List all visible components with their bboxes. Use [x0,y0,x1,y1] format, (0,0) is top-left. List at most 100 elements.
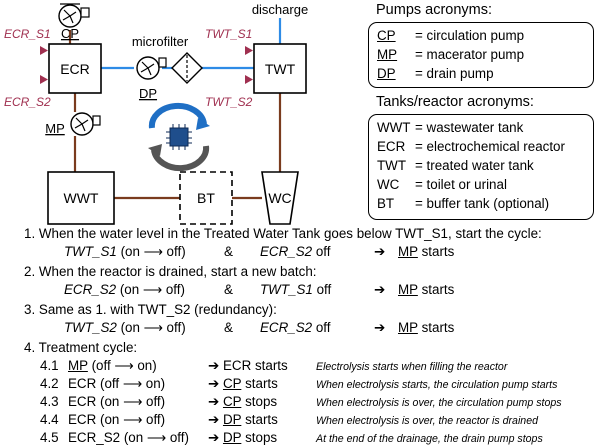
step-2-condition: ECR_S2 (on ⟶ off) [64,282,185,298]
legend-row-wc: WC = toilet or urinal [377,175,585,194]
twt-block [253,43,307,94]
cond-sensor: ECR_S2 [260,320,313,335]
step-4-title: 4. Treatment cycle: [24,340,138,355]
subject-state: (on ⟶ off) [100,394,166,409]
step-4-2-num: 4.2 [40,376,59,391]
legend-abbr: WWT [377,120,411,135]
microfilter-icon [171,52,203,84]
bt-label: BT [197,190,215,206]
wc-label: WC [268,190,291,206]
arrow-icon: ➔ [208,394,220,409]
result-text: starts [421,282,455,297]
cond-sensor: ECR_S2 [260,244,313,259]
step-4-3-num: 4.3 [40,394,59,409]
subject-state: (off ⟶ on) [91,358,157,373]
step-4-5-result: ➔ DP stops [208,430,277,446]
subject-pump: MP [68,358,88,373]
subject-state: (on ⟶ off) [123,430,189,445]
result-text: starts [245,376,278,391]
legend-abbr: WC [377,177,400,192]
legend-row-wwt: WWT= wastewater tank [377,118,585,137]
arrow-icon: ➔ [208,430,220,445]
step-4-1-subject: MP (off ⟶ on) [68,358,157,374]
cond-state: off [316,282,332,297]
step-4-5-note: At the end of the drainage, the drain pu… [316,433,543,445]
step-4-3-result: ➔ CP stops [208,394,277,410]
amp: & [224,244,233,259]
legend-abbr: MP [377,47,398,62]
step-4-2-subject: ECR (off ⟶ on) [68,376,165,392]
legend-abbr: ECR [377,139,406,154]
tanks-legend: WWT= wastewater tank ECR= electrochemica… [368,114,594,220]
cond-sensor: TWT_S1 [260,282,313,297]
cond-state: (on ⟶ off) [119,282,185,297]
mp-label: MP [45,121,65,136]
step-1-condition-2: ECR_S2 off [260,244,331,260]
cp-pump-icon [58,3,90,28]
brown-pipes [68,30,282,200]
step-4-1-result: ➔ ECR starts [208,358,288,374]
control-cycle-icon [148,102,210,172]
arrow-icon: ➔ [374,320,386,335]
arrow-icon: ➔ [208,358,220,373]
arrow-icon: ➔ [374,282,386,297]
step-4-5-subject: ECR_S2 (on ⟶ off) [68,430,189,446]
cond-state: off [315,244,331,259]
wc-block [261,171,299,225]
subject-text: ECR [68,394,97,409]
legend-row-dp: DP= drain pump [377,64,585,83]
twt-s2-label: TWT_S2 [205,95,253,109]
cond-sensor: TWT_S2 [64,320,117,335]
blue-pipes [101,18,282,70]
legend-desc: = treated water tank [415,158,534,173]
cp-label: CP [61,26,79,41]
legend-desc: = buffer tank (optional) [415,196,550,211]
cond-sensor: ECR_S2 [64,282,117,297]
cond-state: (on ⟶ off) [120,244,186,259]
step-3-condition: TWT_S2 (on ⟶ off) [64,320,186,336]
step-4-4-note: When electrolysis is over, the reactor i… [316,415,538,427]
result-text: stops [245,430,278,445]
step-4-2-result: ➔ CP starts [208,376,278,392]
microfilter-label: microfilter [132,34,189,49]
cond-state: off [315,320,331,335]
legend-row-cp: CP= circulation pump [377,26,585,45]
legend-row-twt: TWT= treated water tank [377,156,585,175]
result-text: starts [245,412,278,427]
ecr-block [48,43,102,94]
legend-row-ecr: ECR= electrochemical reactor [377,137,585,156]
step-4-4-subject: ECR (on ⟶ off) [68,412,165,428]
step-4-4-result: ➔ DP starts [208,412,278,428]
step-2-title: 2. When the reactor is drained, start a … [24,264,317,279]
tanks-legend-title: Tanks/reactor acronyms: [376,94,534,110]
ecr-s1-label: ECR_S1 [4,27,51,41]
result-pump: DP [222,430,242,445]
step-4-1-num: 4.1 [40,358,59,373]
legend-row-bt: BT = buffer tank (optional) [377,194,585,213]
step-4-5-num: 4.5 [40,430,59,445]
twt-s1-label: TWT_S1 [205,27,252,41]
step-1-title: 1. When the water level in the Treated W… [24,226,542,241]
sensor-markers [40,46,253,84]
cond-state: (on ⟶ off) [120,320,186,335]
pumps-legend-title: Pumps acronyms: [376,2,493,18]
legend-desc: = macerator pump [415,47,525,62]
subject-text: ECR [68,412,97,427]
result-pump: CP [222,376,242,391]
amp: & [224,320,233,335]
bt-block [179,171,233,225]
legend-abbr: BT [377,196,395,211]
step-3-condition-2: ECR_S2 off [260,320,331,336]
step-1-result: MP starts [398,244,454,260]
result-pump: MP [398,282,418,297]
step-4-4-num: 4.4 [40,412,59,427]
wwt-block [47,171,115,225]
amp: & [224,282,233,297]
step-3-title: 3. Same as 1. with TWT_S2 (redundancy): [24,302,277,317]
step-4-1-note: Electrolysis starts when filling the rea… [316,361,508,373]
legend-abbr: DP [377,66,396,81]
legend-desc: = toilet or urinal [415,177,507,192]
pumps-legend: CP= circulation pump MP= macerator pump … [368,22,594,88]
arrow-icon: ➔ [374,244,386,259]
dp-pump-icon [136,56,167,80]
